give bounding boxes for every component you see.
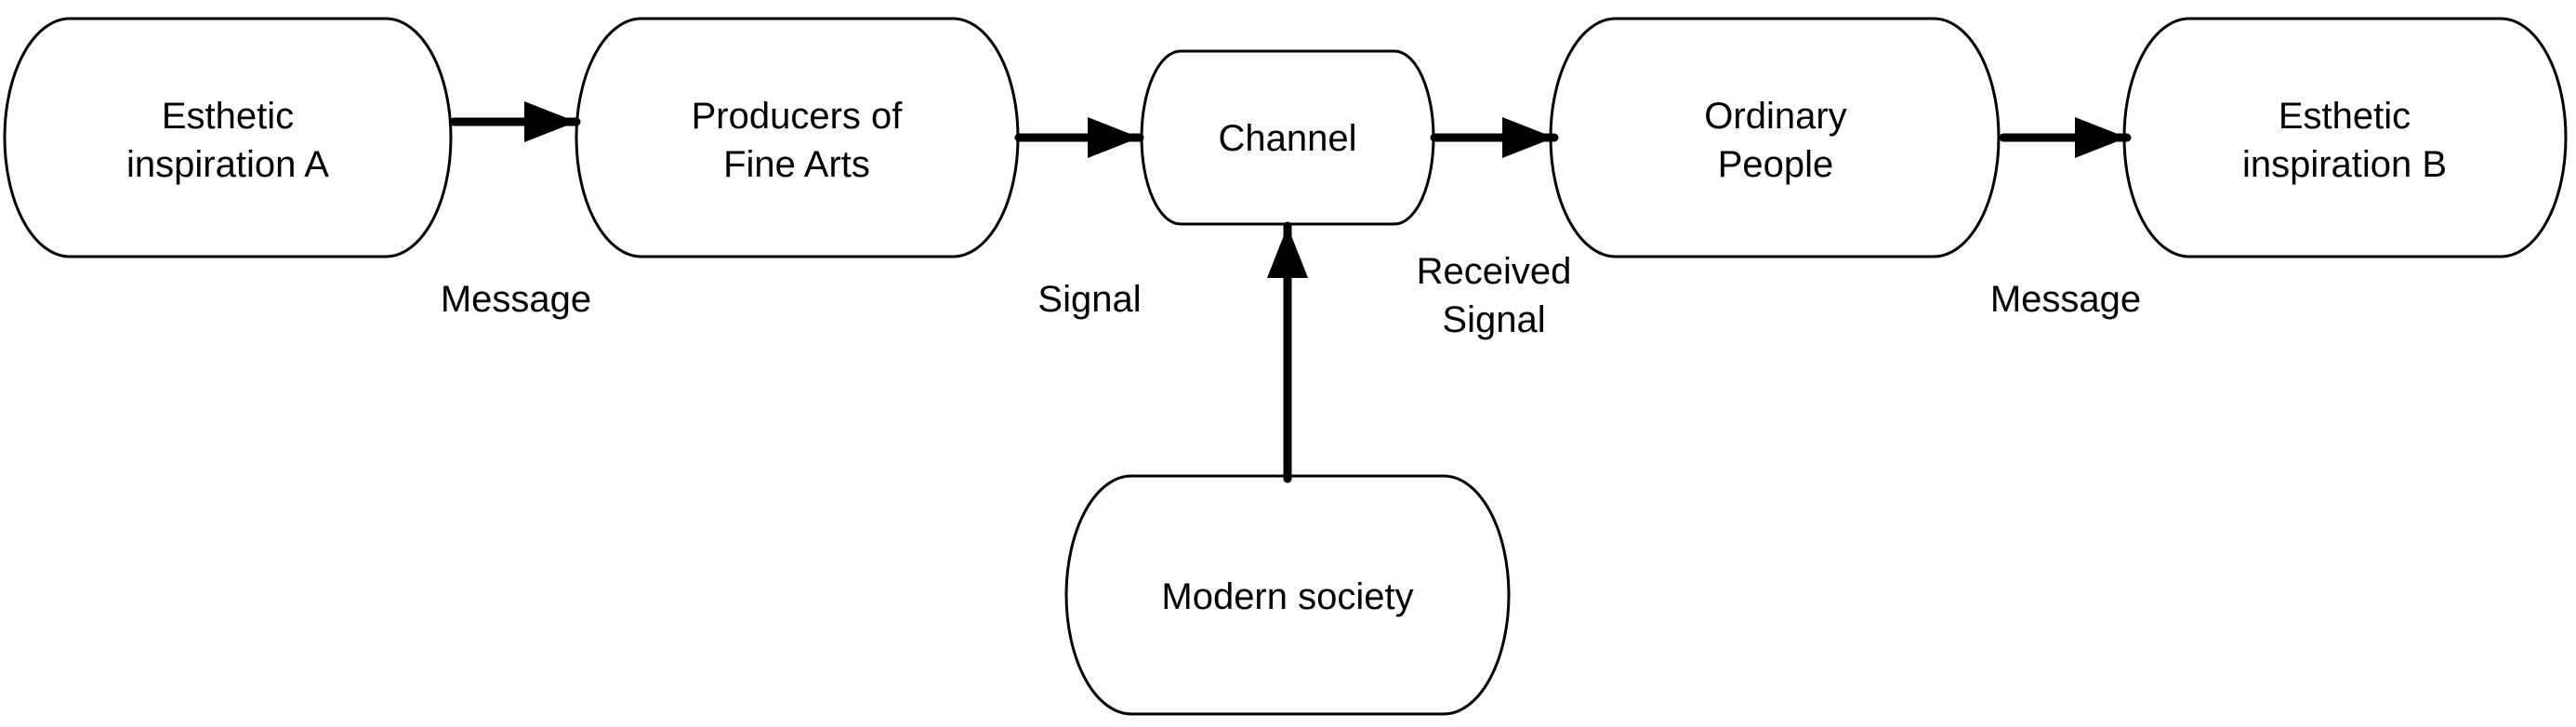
node-esthetic-inspiration-b: Esthetic inspiration B [2122, 17, 2568, 258]
node-label-line-1: Esthetic [162, 96, 294, 137]
node-label-line-1: Esthetic [2279, 96, 2411, 137]
node-producers-of-fine-arts: Producers of Fine Arts [575, 17, 1020, 258]
node-modern-society: Modern society [1064, 474, 1511, 716]
node-label-line-1: Modern society [1161, 576, 1413, 617]
node-channel: Channel [1140, 49, 1435, 226]
node-label-line-1: Channel [1218, 118, 1356, 159]
edge-label-message-2: Message [1990, 279, 2141, 320]
edge-label-message-1: Message [441, 279, 591, 320]
node-label-line-2: inspiration A [126, 144, 329, 185]
node-label-line-2: Fine Arts [723, 144, 870, 185]
node-label-line-1: Ordinary [1704, 96, 1846, 137]
node-ordinary-people: Ordinary People [1549, 17, 2001, 258]
node-label-line-2: People [1718, 144, 1834, 185]
node-esthetic-inspiration-a: Esthetic inspiration A [3, 17, 453, 258]
edge-label-signal: Signal [1037, 279, 1141, 320]
node-label-line-1: Producers of [692, 96, 904, 137]
node-label-line-2: inspiration B [2242, 144, 2447, 185]
edge-label-received-signal-line-1: Received [1417, 251, 1572, 292]
edge-label-received-signal-line-2: Signal [1442, 299, 1545, 340]
